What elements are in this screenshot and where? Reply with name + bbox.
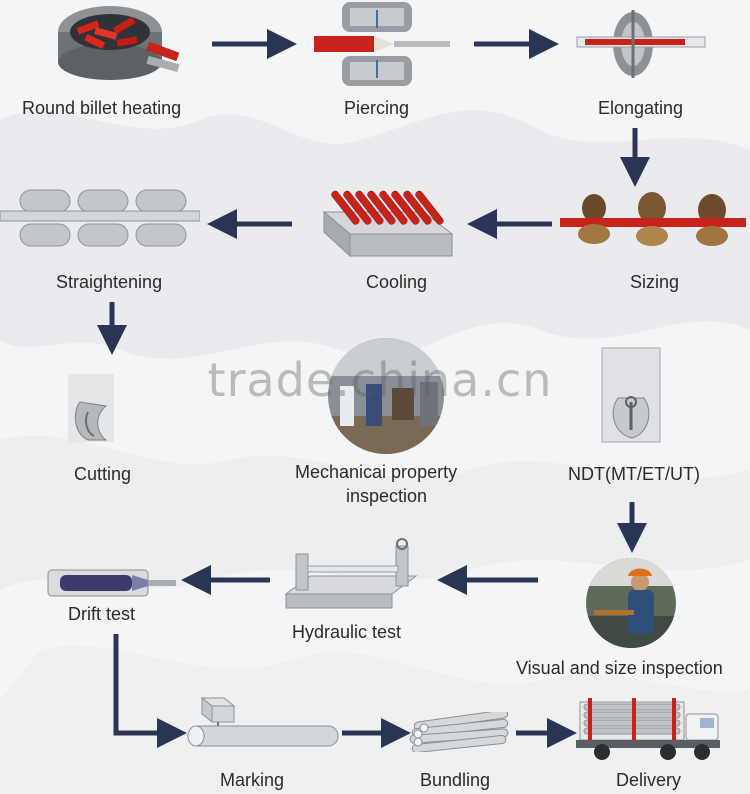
step-label-straightening: Straightening [56,272,163,292]
pipe-bundle-icon [409,712,509,752]
inspector-photo-icon [586,558,676,648]
step-label-hydraulic-test: Hydraulic test [292,622,402,642]
furnace-icon [58,6,180,80]
cutting-saw-icon [68,374,114,442]
step-label-drift-test: Drift test [68,604,136,624]
marking-machine-icon [187,696,339,747]
arrow-drift-to-marking [113,634,187,748]
step-label-ndt: NDT(MT/ET/UT) [568,464,700,484]
ndt-device-icon [601,347,661,443]
step-label-mechanical-property-line1: Mechanicai property [295,462,458,482]
lab-photo-icon [328,338,444,454]
step-label-marking: Marking [220,770,285,790]
watermark: trade.china.cn [207,353,553,407]
step-label-delivery: Delivery [616,770,682,790]
step-label-visual-size-inspection: Visual and size inspection [516,658,723,678]
elongating-mill-icon [576,10,706,78]
step-label-cutting: Cutting [74,464,132,484]
piercing-mill-icon [314,2,450,86]
drift-mandrel-icon [47,569,176,597]
step-label-piercing: Piercing [344,98,410,118]
step-label-round-billet-heating: Round billet heating [22,98,182,118]
step-label-bundling: Bundling [420,770,491,790]
step-label-cooling: Cooling [366,272,428,292]
sizing-rolls-icon [560,192,746,246]
hydraulic-tester-icon [284,538,418,609]
straightener-rolls-icon [0,189,200,247]
step-label-mechanical-property-line2: inspection [346,486,428,506]
cooling-bed-icon [322,190,454,258]
step-label-sizing: Sizing [630,272,680,292]
truck-icon [576,698,720,760]
step-label-elongating: Elongating [598,98,684,118]
